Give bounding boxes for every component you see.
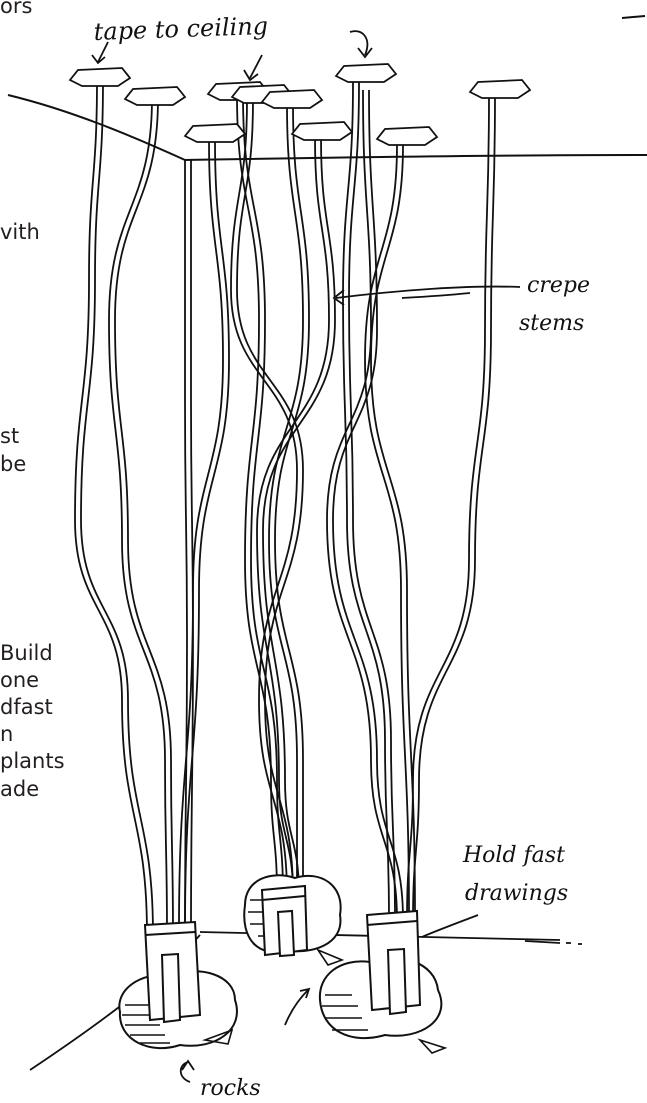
tape-piece [185,124,245,142]
tape-piece [262,90,322,108]
crepe-stems [75,80,495,935]
holdfast-label-line2: drawings [465,881,568,906]
crepe-label-line2: stems [519,311,584,336]
crepe-stem-edge [185,160,187,935]
tape-to-ceiling-label: tape to ceiling [93,12,268,46]
tape-piece [336,64,396,82]
crepe-stem-edge [115,98,173,935]
corner-dash [622,16,645,18]
holdfast-label-line1: Hold fast [462,843,565,868]
tape-piece [377,127,437,145]
tape-piece [292,122,352,140]
holdfast-right [367,911,420,1014]
crepe-stem-edge [413,95,495,920]
tape-piece [70,68,130,86]
tape-pieces [70,64,530,145]
tape-piece [125,87,185,105]
holdfast-middle [262,886,307,956]
crepe-label-line1: crepe [527,273,590,298]
crepe-stem-edge [275,105,309,895]
holdfast-left [145,922,200,1022]
crepe-stem-edge [191,160,193,935]
rocks-label: rocks [200,1076,261,1101]
tape-piece [470,80,530,98]
